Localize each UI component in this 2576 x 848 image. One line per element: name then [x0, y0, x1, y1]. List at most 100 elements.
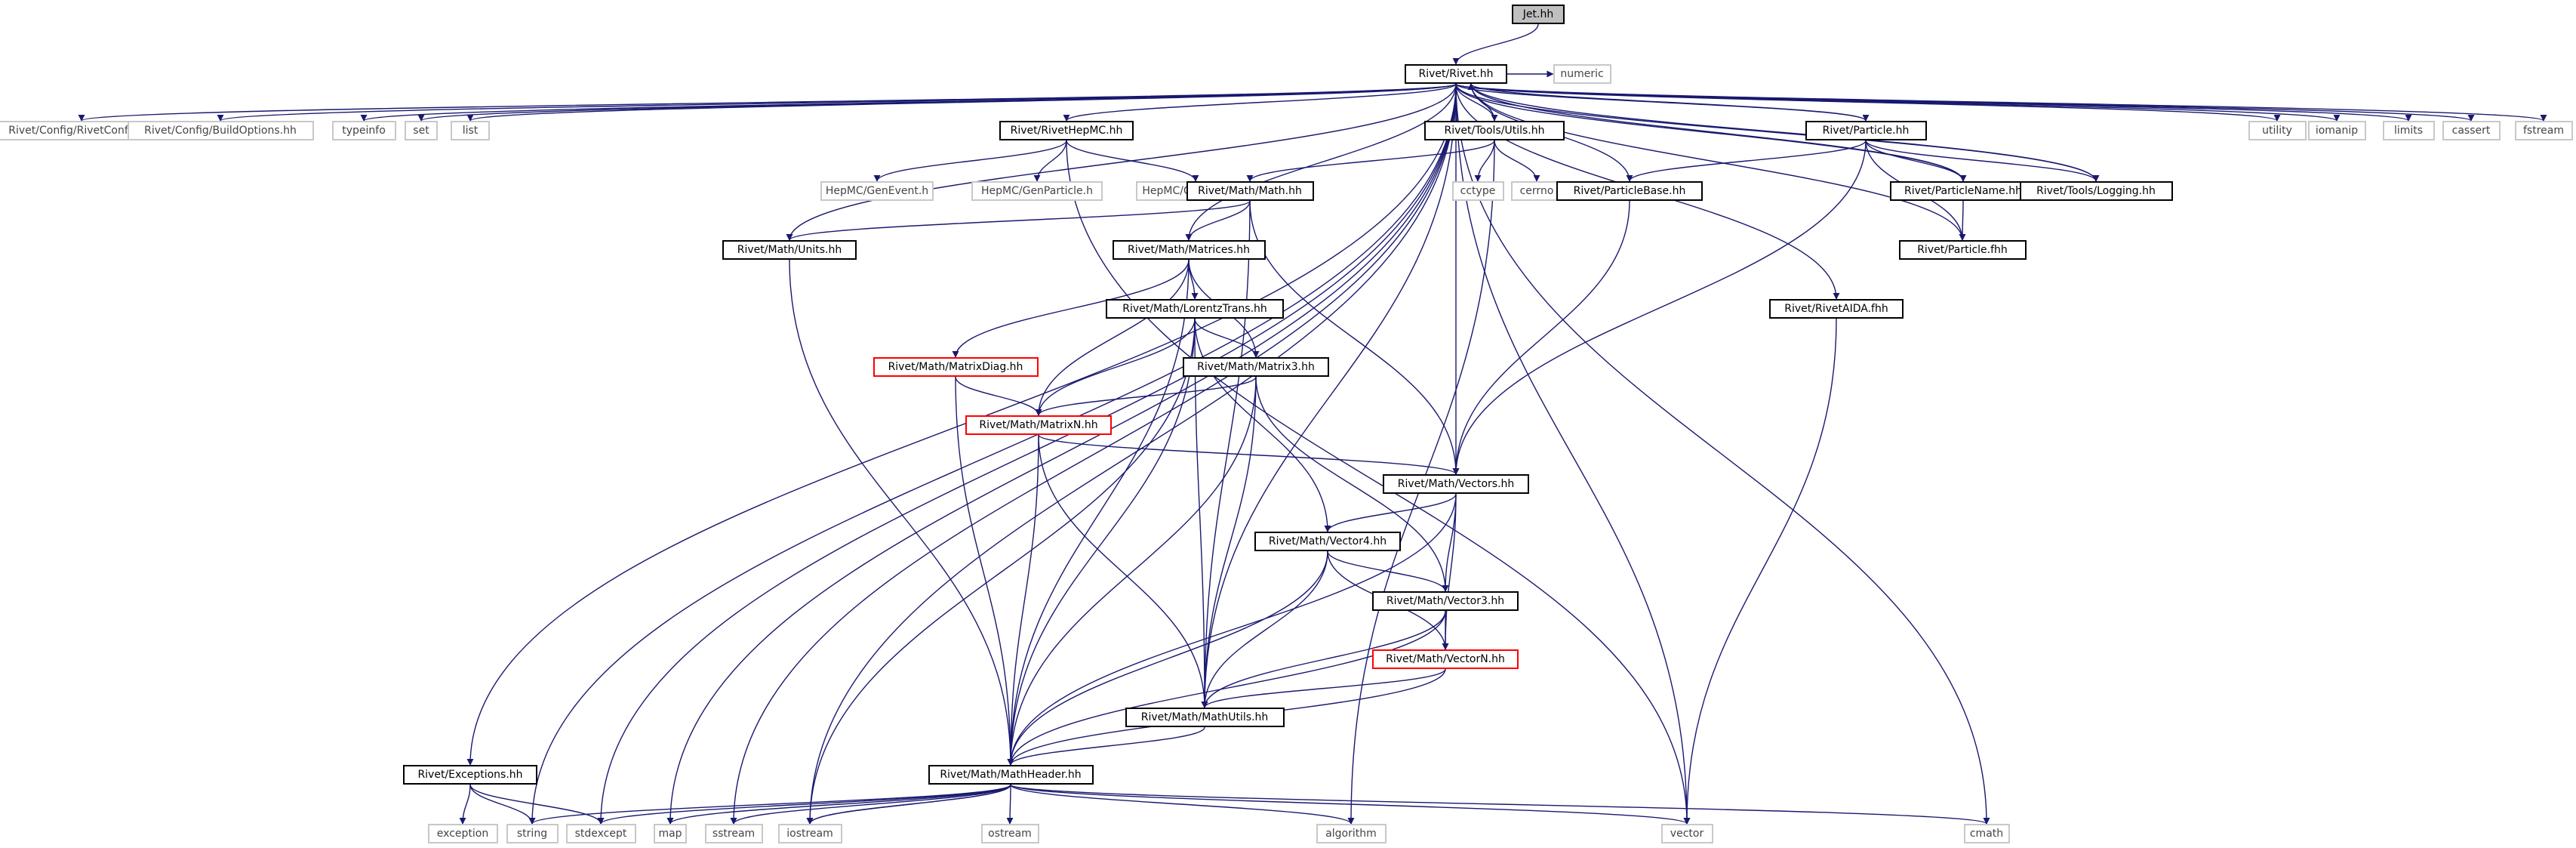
node-jet[interactable]: Jet.hh: [1512, 5, 1565, 24]
edge-matrix3-to-mathutils: [1201, 376, 1257, 708]
edge-vectors-to-vector4: [1324, 493, 1457, 532]
node-matrixdiag[interactable]: Rivet/Math/MatrixDiag.hh: [873, 357, 1039, 377]
node-label: utility: [2262, 125, 2292, 137]
node-mathheader[interactable]: Rivet/Math/MathHeader.hh: [928, 765, 1094, 785]
node-label: Rivet/Config/BuildOptions.hh: [144, 125, 297, 137]
edge-lorentz-to-mathheader: [1007, 318, 1196, 766]
node-genevent: HepMC/GenEvent.h: [820, 181, 934, 201]
edge-rivetaida-to-vector: [1683, 318, 1837, 825]
edge-matrices-to-mathheader: [1007, 259, 1190, 766]
edge-rivethepmc-to-vector: [1066, 140, 1691, 825]
node-label: Rivet/Particle.fhh: [1917, 244, 2008, 256]
node-label: Rivet/Math/Matrices.hh: [1127, 244, 1251, 256]
edge-rivet-to-utility: [1455, 83, 2281, 122]
edge-matrixdiag-to-mathheader: [955, 376, 1014, 766]
edge-matrixdiag-to-matrixn: [955, 376, 1042, 416]
edge-math-to-mathutils: [1201, 200, 1251, 708]
node-label: iostream: [786, 828, 833, 840]
node-label: Rivet/Math/MathUtils.hh: [1140, 711, 1269, 723]
node-matrix3[interactable]: Rivet/Math/Matrix3.hh: [1183, 357, 1329, 377]
edge-rivet-to-rivetconfig: [78, 83, 1457, 122]
edge-mathheader-to-stdexcept: [597, 784, 1011, 825]
node-matrices[interactable]: Rivet/Math/Matrices.hh: [1112, 240, 1266, 260]
node-label: Rivet/Math/Vector4.hh: [1268, 535, 1387, 547]
node-particle[interactable]: Rivet/Particle.hh: [1805, 121, 1927, 140]
edge-particle-to-vectors: [1452, 140, 1867, 475]
node-particlebase[interactable]: Rivet/ParticleBase.hh: [1556, 181, 1703, 201]
node-logging[interactable]: Rivet/Tools/Logging.hh: [2019, 181, 2173, 201]
node-label: HepMC/GenParticle.h: [981, 185, 1093, 197]
edge-exceptions-to-stdexcept: [469, 784, 605, 825]
edge-rivet-to-typeinfo: [361, 83, 1457, 122]
edge-units-to-mathheader: [789, 259, 1014, 766]
node-label: algorithm: [1325, 828, 1377, 840]
edge-rivet-to-stdexcept: [597, 83, 1457, 825]
node-label: Rivet/Math/Vectors.hh: [1397, 478, 1515, 490]
node-sstream: sstream: [704, 824, 763, 843]
node-label: Rivet/Math/VectorN.hh: [1386, 653, 1505, 665]
node-lorentz[interactable]: Rivet/Math/LorentzTrans.hh: [1106, 299, 1284, 319]
node-label: vector: [1670, 828, 1704, 840]
node-matrixn[interactable]: Rivet/Math/MatrixN.hh: [965, 415, 1112, 435]
node-units[interactable]: Rivet/Math/Units.hh: [722, 240, 857, 260]
node-numeric: numeric: [1553, 64, 1611, 84]
node-vector4[interactable]: Rivet/Math/Vector4.hh: [1254, 532, 1401, 551]
node-particlefhh[interactable]: Rivet/Particle.fhh: [1898, 240, 2027, 260]
edge-rivet-to-cmath: [1455, 83, 1990, 825]
edge-mathheader-to-map: [666, 784, 1011, 825]
node-vectors[interactable]: Rivet/Math/Vectors.hh: [1383, 474, 1529, 494]
node-rivethepmc[interactable]: Rivet/RivetHepMC.hh: [999, 121, 1134, 140]
node-label: cassert: [2451, 125, 2491, 137]
node-list: list: [451, 121, 490, 140]
edge-vector4-to-vector3: [1327, 550, 1449, 592]
node-vector: vector: [1660, 824, 1713, 843]
edge-rivet-to-fstream: [1455, 83, 2547, 122]
node-label: Rivet/Math/Matrix3.hh: [1197, 361, 1315, 373]
node-exceptions[interactable]: Rivet/Exceptions.hh: [403, 765, 537, 785]
node-rivetaida[interactable]: Rivet/RivetAIDA.fhh: [1769, 299, 1904, 319]
node-label: exception: [436, 828, 489, 840]
node-math[interactable]: Rivet/Math/Math.hh: [1186, 181, 1314, 201]
edge-toolsutils-to-cctype: [1474, 140, 1495, 182]
node-mathutils[interactable]: Rivet/Math/MathUtils.hh: [1125, 708, 1285, 727]
edge-exceptions-to-exception: [459, 784, 471, 825]
edge-lorentz-to-mathutils: [1194, 318, 1208, 708]
edges-layer: [78, 23, 2547, 825]
node-map: map: [654, 824, 687, 843]
node-cctype: cctype: [1451, 181, 1504, 201]
edge-rivet-to-vector: [1455, 83, 1691, 825]
edge-rivet-to-mathutils: [1201, 83, 1457, 708]
node-label: string: [516, 828, 548, 840]
node-ostream: ostream: [980, 824, 1039, 843]
node-rivet[interactable]: Rivet/Rivet.hh: [1405, 64, 1507, 84]
node-label: list: [462, 125, 479, 137]
node-vector3[interactable]: Rivet/Math/Vector3.hh: [1372, 591, 1519, 611]
node-label: fstream: [2523, 125, 2564, 137]
edge-jet-to-rivet: [1452, 23, 1539, 65]
node-toolsutils[interactable]: Rivet/Tools/Utils.hh: [1424, 121, 1565, 140]
node-label: limits: [2393, 125, 2424, 137]
node-vectorn[interactable]: Rivet/Math/VectorN.hh: [1372, 649, 1519, 669]
node-label: Rivet/RivetHepMC.hh: [1010, 125, 1123, 137]
node-label: Rivet/Math/Units.hh: [737, 244, 842, 256]
edge-particlename-to-particlefhh: [1959, 200, 1966, 241]
edge-mathheader-to-ostream: [1006, 784, 1014, 825]
node-iomanip: iomanip: [2307, 121, 2366, 140]
node-particlename[interactable]: Rivet/ParticleName.hh: [1890, 181, 2036, 201]
edge-matrixn-to-mathutils: [1038, 434, 1208, 708]
node-label: cmath: [1969, 828, 2004, 840]
node-label: Rivet/Math/LorentzTrans.hh: [1122, 303, 1267, 315]
node-algorithm: algorithm: [1316, 824, 1386, 843]
node-exception: exception: [427, 824, 498, 843]
node-label: iomanip: [2315, 125, 2359, 137]
edge-particlebase-to-vectors: [1452, 200, 1630, 475]
edge-rivethepmc-to-genvertex: [1066, 140, 1199, 182]
edge-mathheader-to-vector: [1010, 784, 1691, 825]
edge-vector4-to-mathheader: [1007, 550, 1328, 766]
edge-matrix3-to-vector3: [1255, 376, 1449, 592]
node-limits: limits: [2382, 121, 2435, 140]
node-set: set: [405, 121, 438, 140]
node-label: Rivet/Math/MatrixN.hh: [979, 419, 1098, 431]
edge-matrix3-to-matrixn: [1035, 376, 1257, 416]
edge-vector3-to-mathheader: [1007, 610, 1446, 766]
